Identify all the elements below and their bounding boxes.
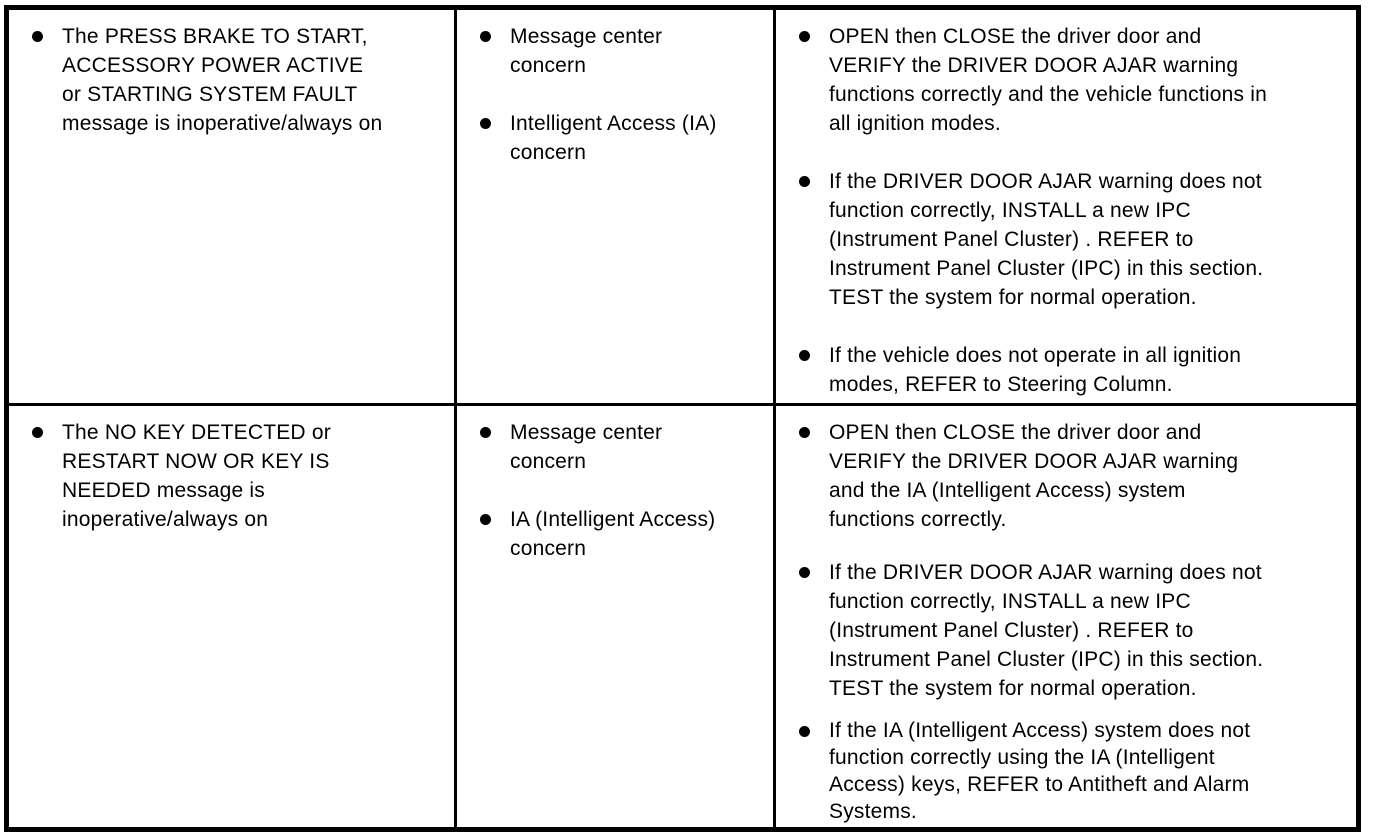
list-item: Intelligent Access (IA) concern [480, 109, 767, 167]
list-item: IA (Intelligent Access) concern [480, 505, 767, 563]
table-row: The NO KEY DETECTED or RESTART NOW OR KE… [5, 403, 1360, 831]
diagnostic-table-body: The PRESS BRAKE TO START, ACCESSORY POWE… [5, 6, 1360, 831]
source-text: Intelligent Access (IA) concern [510, 112, 717, 164]
action-text: OPEN then CLOSE the driver door and VERI… [829, 25, 1267, 135]
symptom-list: The NO KEY DETECTED or RESTART NOW OR KE… [10, 418, 449, 534]
bullet-icon [480, 31, 491, 42]
bullet-icon [799, 726, 810, 737]
bullet-icon [799, 176, 810, 187]
list-item: The PRESS BRAKE TO START, ACCESSORY POWE… [32, 22, 448, 138]
sources-list: Message center concern Intelligent Acces… [459, 22, 768, 167]
bullet-icon [799, 31, 810, 42]
action-text: If the DRIVER DOOR AJAR warning does not… [829, 561, 1264, 700]
actions-list: OPEN then CLOSE the driver door and VERI… [778, 418, 1351, 825]
source-text: Message center concern [510, 25, 663, 77]
symptom-cell: The NO KEY DETECTED or RESTART NOW OR KE… [5, 403, 457, 831]
bullet-icon [799, 350, 810, 361]
symptom-cell: The PRESS BRAKE TO START, ACCESSORY POWE… [5, 6, 457, 406]
bullet-icon [480, 427, 491, 438]
bullet-icon [480, 118, 491, 129]
bullet-icon [480, 514, 491, 525]
list-item: Message center concern [480, 22, 767, 80]
bullet-icon [799, 567, 810, 578]
action-text: OPEN then CLOSE the driver door and VERI… [829, 421, 1239, 531]
source-text: IA (Intelligent Access) concern [510, 508, 716, 560]
list-item: OPEN then CLOSE the driver door and VERI… [799, 418, 1350, 534]
list-item: If the DRIVER DOOR AJAR warning does not… [799, 167, 1350, 312]
list-item: OPEN then CLOSE the driver door and VERI… [799, 22, 1350, 138]
possible-sources-cell: Message center concern Intelligent Acces… [454, 6, 776, 406]
action-cell: OPEN then CLOSE the driver door and VERI… [773, 403, 1360, 831]
source-text: Message center concern [510, 421, 663, 473]
actions-list: OPEN then CLOSE the driver door and VERI… [778, 22, 1351, 399]
table-row: The PRESS BRAKE TO START, ACCESSORY POWE… [5, 6, 1360, 406]
action-text: If the vehicle does not operate in all i… [829, 344, 1242, 396]
bullet-icon [32, 427, 43, 438]
list-item: If the IA (Intelligent Access) system do… [799, 717, 1350, 825]
diagnostic-table: The PRESS BRAKE TO START, ACCESSORY POWE… [4, 5, 1361, 832]
list-item: If the vehicle does not operate in all i… [799, 341, 1350, 399]
sources-list: Message center concern IA (Intelligent A… [459, 418, 768, 563]
bullet-icon [799, 427, 810, 438]
action-text: If the IA (Intelligent Access) system do… [829, 719, 1251, 823]
bullet-icon [32, 31, 43, 42]
action-text: If the DRIVER DOOR AJAR warning does not… [829, 170, 1264, 309]
possible-sources-cell: Message center concern IA (Intelligent A… [454, 403, 776, 831]
symptom-text: The NO KEY DETECTED or RESTART NOW OR KE… [62, 421, 331, 531]
symptom-list: The PRESS BRAKE TO START, ACCESSORY POWE… [10, 22, 449, 138]
list-item: The NO KEY DETECTED or RESTART NOW OR KE… [32, 418, 448, 534]
list-item: If the DRIVER DOOR AJAR warning does not… [799, 558, 1350, 703]
action-cell: OPEN then CLOSE the driver door and VERI… [773, 6, 1360, 406]
list-item: Message center concern [480, 418, 767, 476]
symptom-text: The PRESS BRAKE TO START, ACCESSORY POWE… [62, 25, 383, 135]
